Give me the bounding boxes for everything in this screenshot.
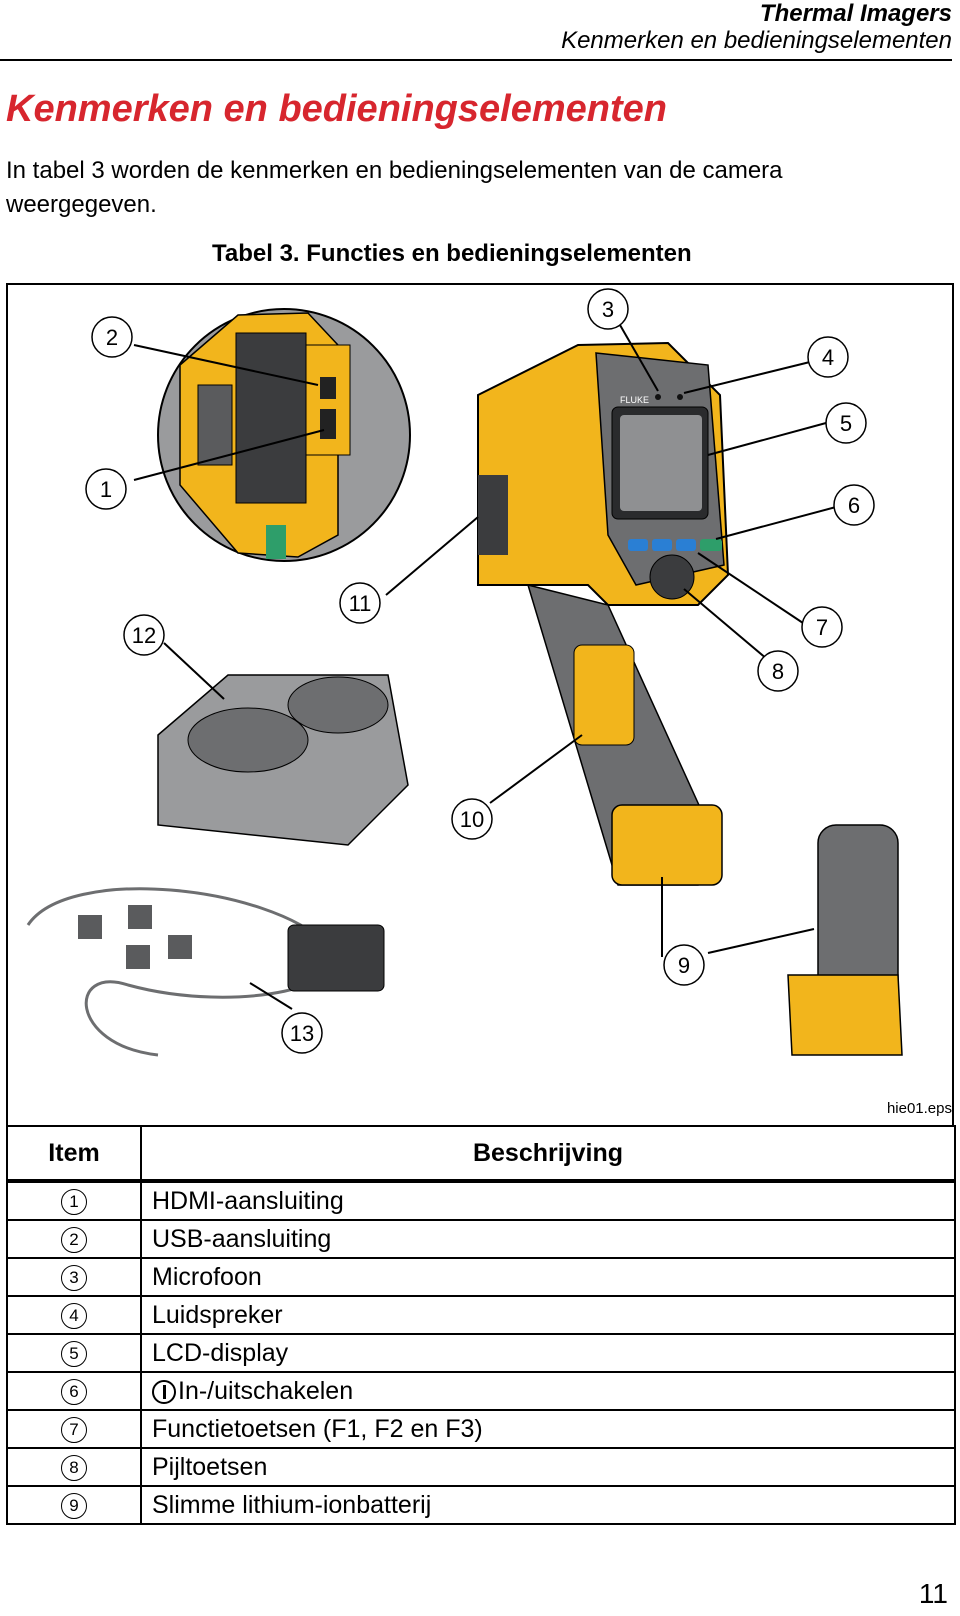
power-icon <box>152 1379 176 1404</box>
callout-11: 11 <box>349 591 372 616</box>
connector-detail-view <box>157 308 411 562</box>
figure-file-label: hie01.eps <box>886 1100 952 1117</box>
callout-12: 12 <box>132 623 156 648</box>
table-row: 8 Pijltoetsen <box>6 1447 956 1487</box>
item-description: HDMI-aansluiting <box>140 1180 956 1221</box>
item-number: 1 <box>61 1188 87 1215</box>
header-rule <box>0 59 952 61</box>
table-caption: Tabel 3. Functies en bedieningselementen <box>212 240 692 267</box>
page-number: 11 <box>918 1578 948 1609</box>
callout-markers: 2 1 3 4 5 6 7 8 9 10 11 12 13 <box>85 288 875 1054</box>
item-description: USB-aansluiting <box>140 1219 956 1259</box>
item-description: Functietoetsen (F1, F2 en F3) <box>140 1409 956 1449</box>
item-number: 2 <box>61 1226 87 1253</box>
intro-paragraph: In tabel 3 worden de kenmerken en bedien… <box>6 157 783 218</box>
items-table: Item Beschrijving 1 HDMI-aansluiting 2 U… <box>6 1125 956 1525</box>
item-description: Luidspreker <box>140 1295 956 1335</box>
table-row: 6 In-/uitschakelen <box>6 1371 956 1411</box>
callout-2: 2 <box>106 325 118 350</box>
header-item: Item <box>6 1125 142 1183</box>
callout-10: 10 <box>460 807 484 832</box>
callout-3: 3 <box>602 297 614 322</box>
item-number: 8 <box>61 1454 87 1481</box>
item-number: 6 <box>61 1378 87 1405</box>
battery-pack <box>787 824 903 1056</box>
item-number: 4 <box>61 1302 87 1329</box>
header-description: Beschrijving <box>140 1125 956 1183</box>
table-row: 7 Functietoetsen (F1, F2 en F3) <box>6 1409 956 1449</box>
callout-leaders <box>133 324 837 1010</box>
power-supply-kit <box>26 887 385 1057</box>
camera-illustration: FLUKE <box>26 288 903 1057</box>
table-row: 1 HDMI-aansluiting <box>6 1180 956 1221</box>
item-number: 9 <box>61 1492 87 1519</box>
item-number: 7 <box>61 1416 87 1443</box>
item-description: Pijltoetsen <box>140 1447 956 1487</box>
charger-base <box>157 674 409 846</box>
section-title: Kenmerken en bedieningselementen <box>6 88 667 130</box>
camera-brand-label: FLUKE <box>620 395 649 405</box>
thermal-camera: FLUKE <box>477 341 730 886</box>
callout-5: 5 <box>840 411 852 436</box>
callout-13: 13 <box>290 1021 314 1046</box>
callout-6: 6 <box>848 493 860 518</box>
table-row: 9 Slimme lithium-ionbatterij <box>6 1485 956 1525</box>
callout-9: 9 <box>678 953 690 978</box>
item-number: 3 <box>61 1264 87 1291</box>
item-number: 5 <box>61 1340 87 1367</box>
callout-1: 1 <box>100 477 112 502</box>
callout-7: 7 <box>816 615 828 640</box>
running-header-title: Thermal Imagers <box>759 0 952 27</box>
item-description: Microfoon <box>140 1257 956 1297</box>
table-row: 2 USB-aansluiting <box>6 1219 956 1259</box>
table-row: 3 Microfoon <box>6 1257 956 1297</box>
product-figure: FLUKE <box>6 283 954 1125</box>
callout-4: 4 <box>822 345 834 370</box>
item-description: In-/uitschakelen <box>178 1376 354 1405</box>
table-header-row: Item Beschrijving <box>6 1125 956 1183</box>
table-row: 4 Luidspreker <box>6 1295 956 1335</box>
table-row: 5 LCD-display <box>6 1333 956 1373</box>
item-description: Slimme lithium-ionbatterij <box>140 1485 956 1525</box>
running-header-subtitle: Kenmerken en bedieningselementen <box>561 27 952 54</box>
callout-8: 8 <box>772 659 784 684</box>
item-description: LCD-display <box>140 1333 956 1373</box>
